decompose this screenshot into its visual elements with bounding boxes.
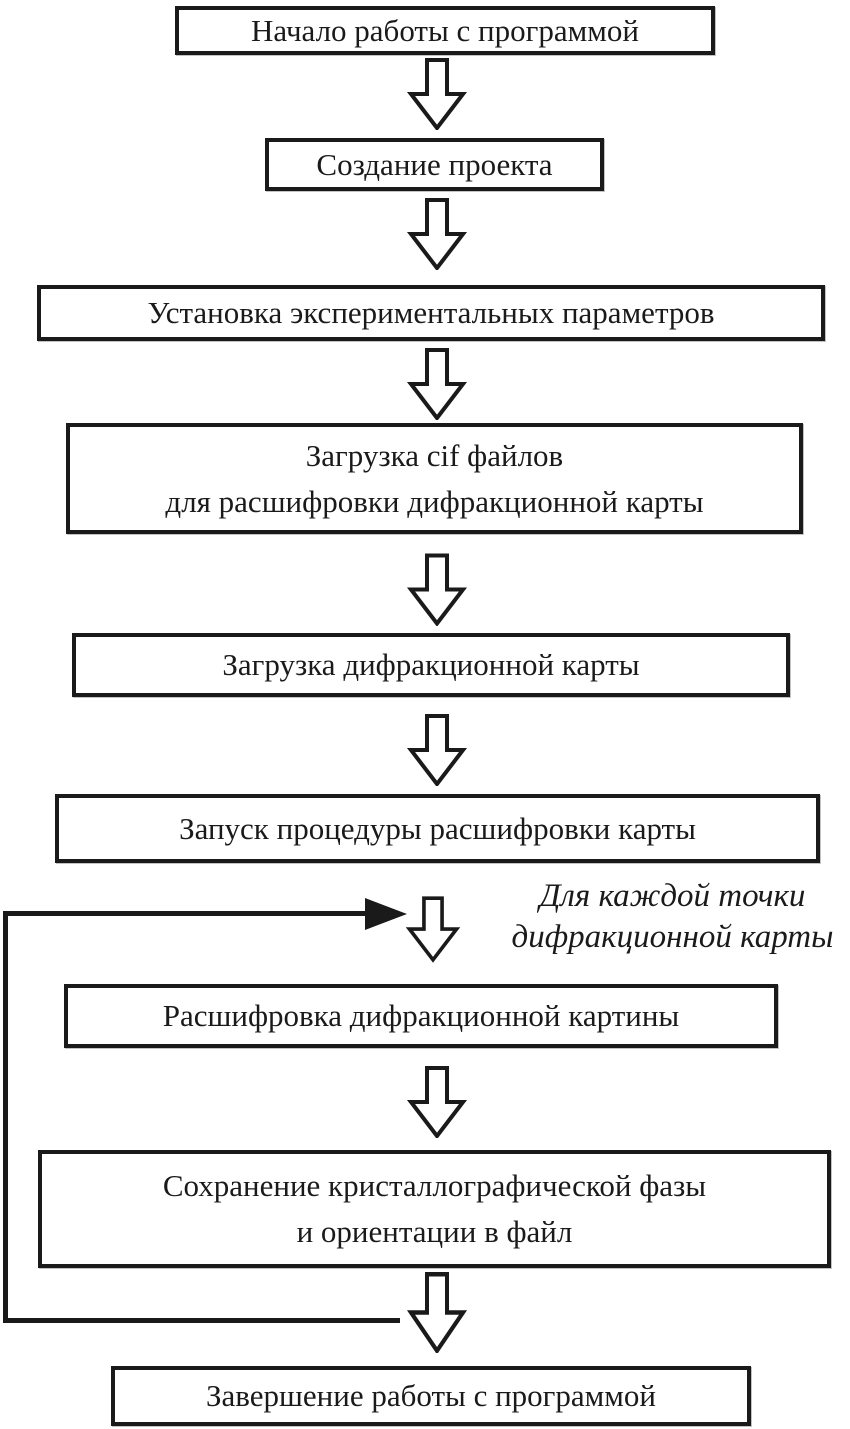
step-start-box: Начало работы с программой bbox=[175, 6, 715, 55]
step-save-phase-box: Сохранение кристаллографической фазы и о… bbox=[38, 1150, 831, 1268]
step-run-decode-box: Запуск процедуры расшифровки карты bbox=[55, 794, 820, 863]
down-arrow-icon bbox=[406, 1066, 468, 1138]
step-decode-pattern-box: Расшифровка дифракционной картины bbox=[64, 984, 778, 1048]
step-set-params-box: Установка экспериментальных параметров bbox=[37, 285, 825, 341]
loop-back-line-top bbox=[3, 911, 367, 916]
down-arrow-icon bbox=[406, 714, 468, 786]
loop-back-line-vertical bbox=[3, 911, 8, 1323]
down-arrow-icon bbox=[406, 348, 468, 420]
down-arrow-icon bbox=[406, 553, 468, 626]
step-create-project-box: Создание проекта bbox=[265, 138, 604, 191]
step-load-cif-box: Загрузка cif файлов для расшифровки дифр… bbox=[66, 423, 803, 534]
step-load-map-box: Загрузка дифракционной карты bbox=[72, 633, 790, 697]
step-finish-box: Завершение работы с программой bbox=[111, 1366, 751, 1426]
loop-back-line-bottom bbox=[3, 1318, 400, 1323]
loop-arrowhead-icon bbox=[365, 898, 407, 930]
loop-annotation: Для каждой точки дифракционной карты bbox=[511, 878, 834, 955]
down-arrow-icon bbox=[406, 198, 468, 270]
down-arrow-icon bbox=[406, 58, 468, 130]
loop-entry-down-arrow-icon bbox=[405, 896, 461, 963]
down-arrow-icon bbox=[406, 1272, 468, 1353]
